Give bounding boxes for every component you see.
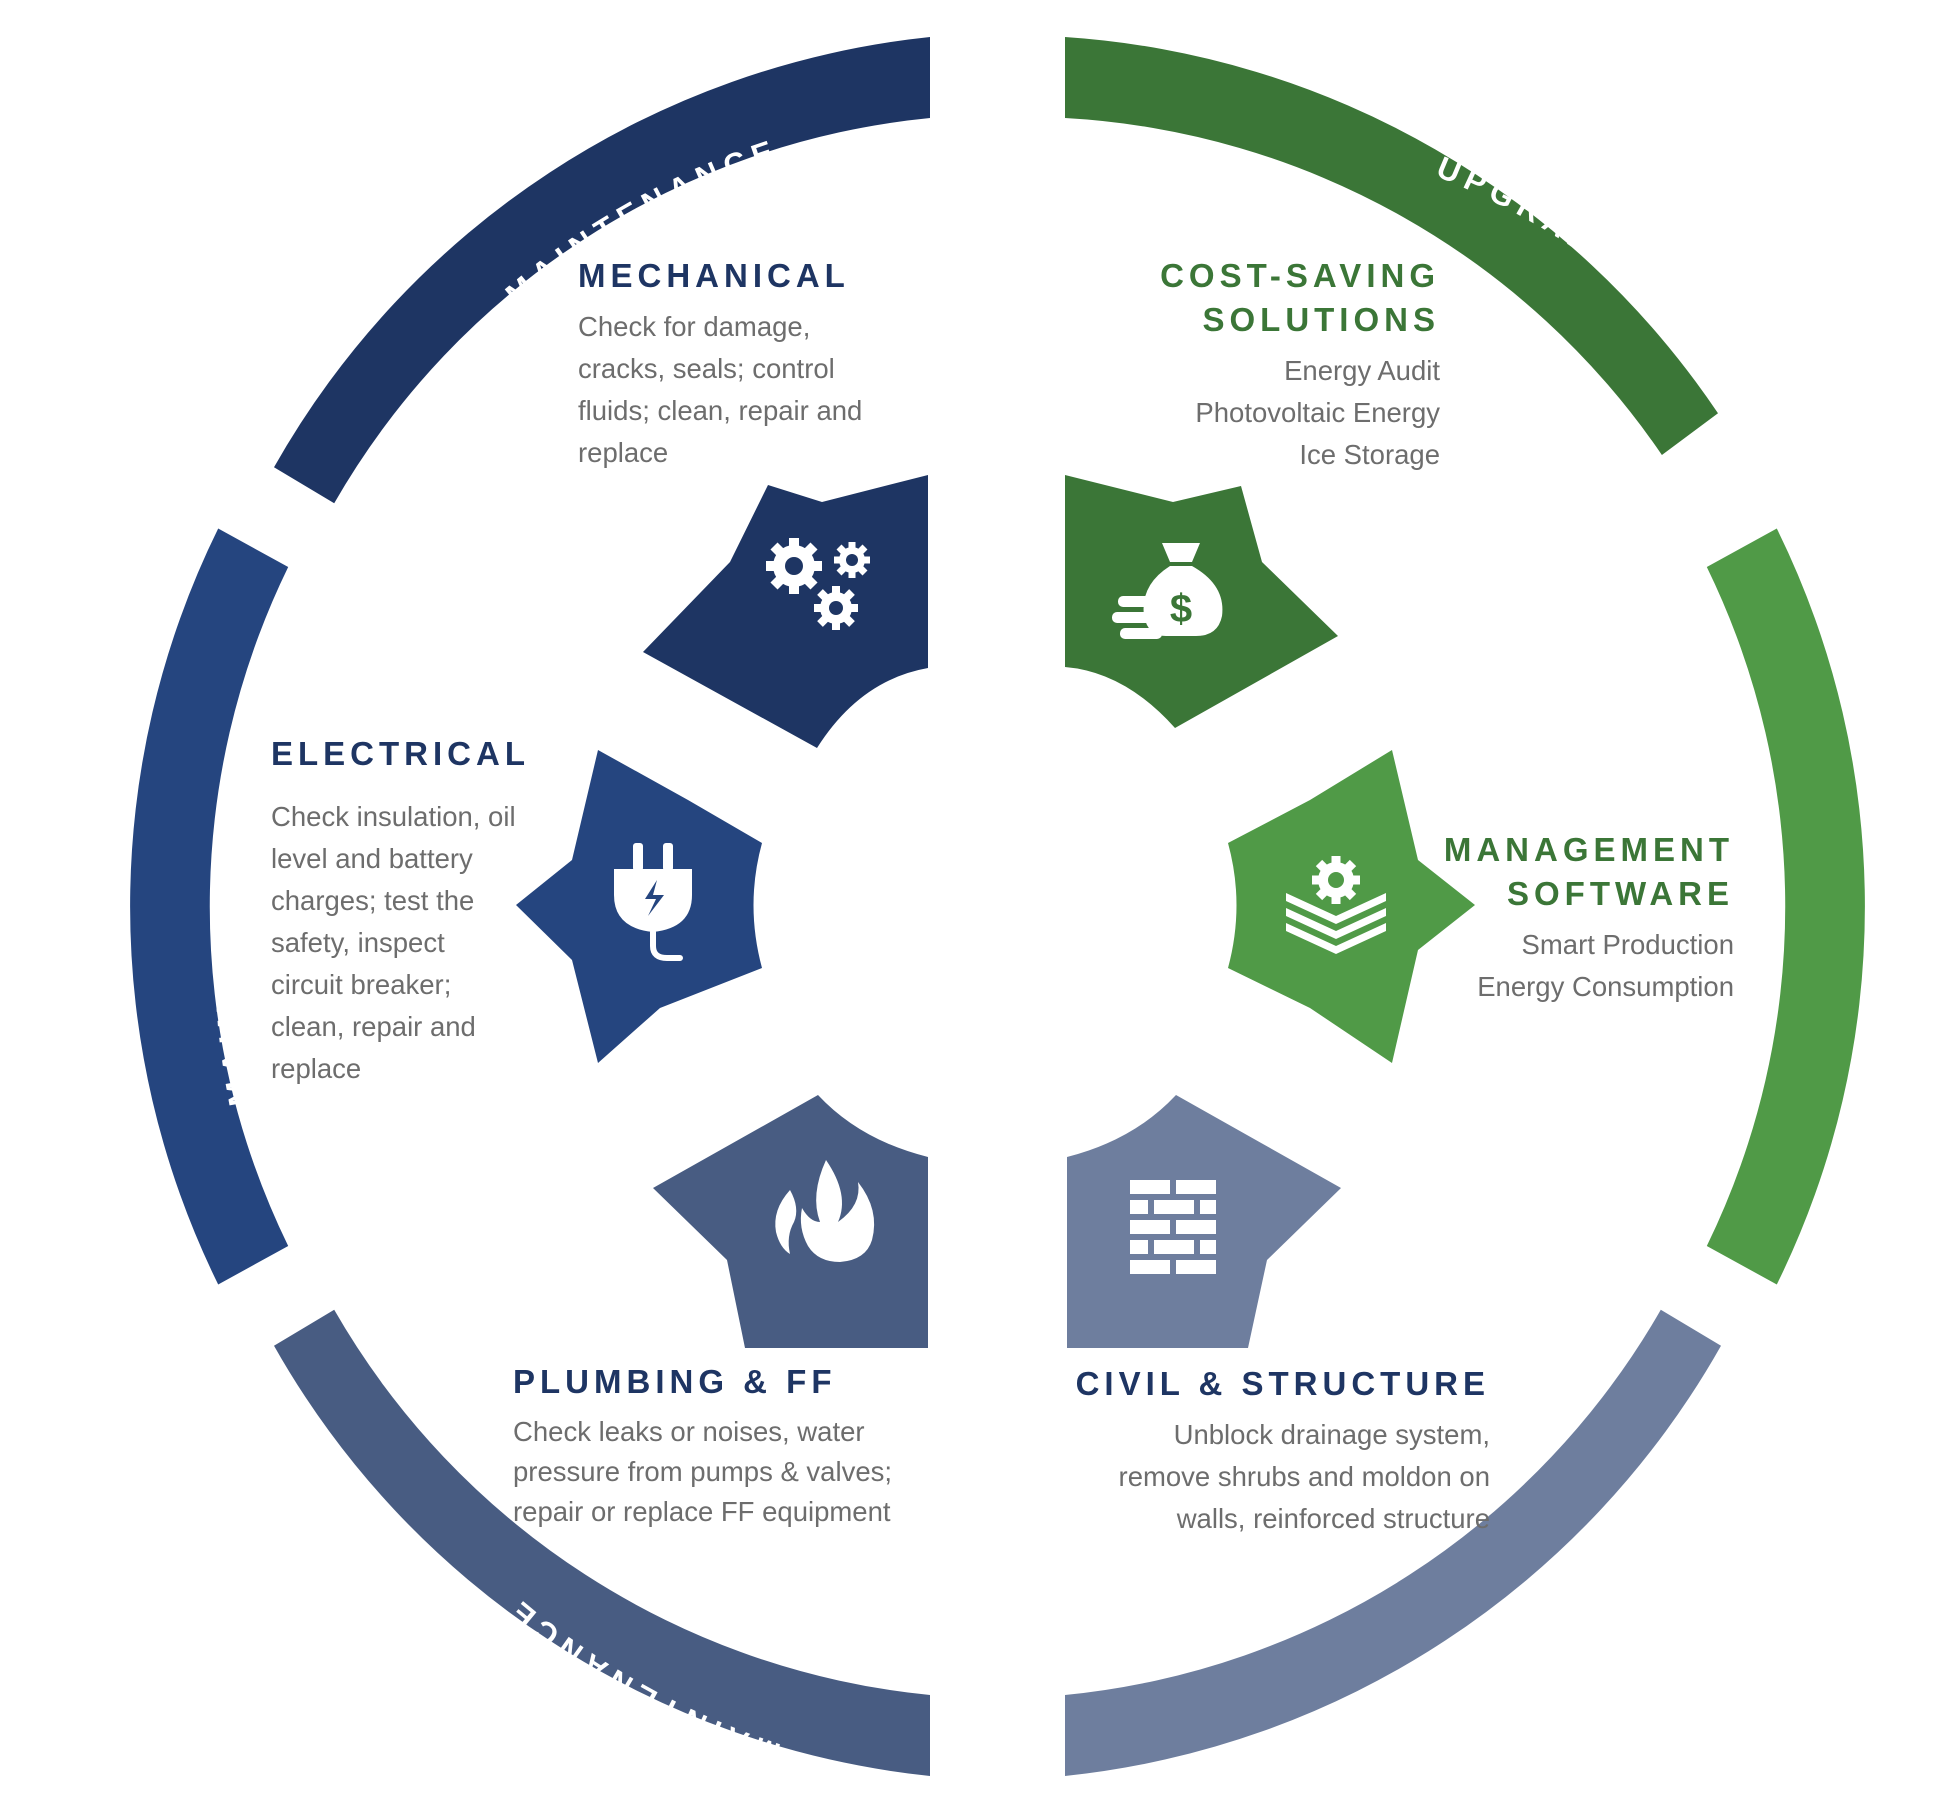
ring-segment-maintenance-bottom-right [1065, 1309, 1721, 1776]
section-title: MECHANICAL [578, 257, 850, 294]
section-description: Unblock drainage system, remove shrubs a… [1118, 1419, 1490, 1534]
ring-label-upgrade-right: UPGRADE [1919, 847, 1947, 1057]
section-mechanical: MECHANICAL Check for damage, cracks, sea… [578, 254, 918, 474]
outer-ring [130, 37, 1865, 1776]
section-title: MANAGEMENT SOFTWARE [1443, 831, 1734, 912]
section-title: ELECTRICAL [271, 735, 530, 772]
section-description: Energy Audit Photovoltaic Energy Ice Sto… [1195, 355, 1440, 470]
section-plumbing: PLUMBING & FF Check leaks or noises, wat… [513, 1360, 933, 1532]
ring-segment-maintenance-top-left [274, 37, 930, 504]
money-bag-icon: $ [1112, 543, 1223, 639]
plug-icon [614, 843, 692, 961]
petal-mechanical [643, 475, 928, 748]
ring-segment-upgrade-right [1706, 528, 1865, 1285]
gears-icon [766, 538, 870, 630]
inner-petals [516, 475, 1475, 1348]
section-description: Check for damage, cracks, seals; control… [578, 311, 863, 468]
section-electrical: ELECTRICAL Check insulation, oil level a… [271, 732, 571, 1090]
ring-segment-maintenance-bottom-left [274, 1309, 930, 1776]
section-management: MANAGEMENT SOFTWARE Smart Production Ene… [1380, 828, 1734, 1008]
petal-management [1228, 750, 1475, 1063]
software-layers-icon [1286, 856, 1386, 954]
section-description: Smart Production Energy Consumption [1477, 929, 1734, 1002]
section-title: COST-SAVING SOLUTIONS [1160, 257, 1440, 338]
section-civil: CIVIL & STRUCTURE Unblock drainage syste… [1060, 1362, 1490, 1540]
svg-text:$: $ [1170, 587, 1192, 631]
section-title: PLUMBING & FF [513, 1363, 837, 1400]
section-description: Check insulation, oil level and battery … [271, 801, 516, 1084]
brick-wall-icon [1130, 1180, 1216, 1274]
section-description: Check leaks or noises, water pressure fr… [513, 1416, 893, 1527]
ring-segment-upgrade-top-right [1065, 37, 1718, 455]
ring-segment-maintenance-left [130, 528, 289, 1285]
section-title: CIVIL & STRUCTURE [1075, 1365, 1490, 1402]
section-cost-saving: COST-SAVING SOLUTIONS Energy Audit Photo… [1080, 254, 1440, 476]
fire-icon [775, 1160, 875, 1262]
